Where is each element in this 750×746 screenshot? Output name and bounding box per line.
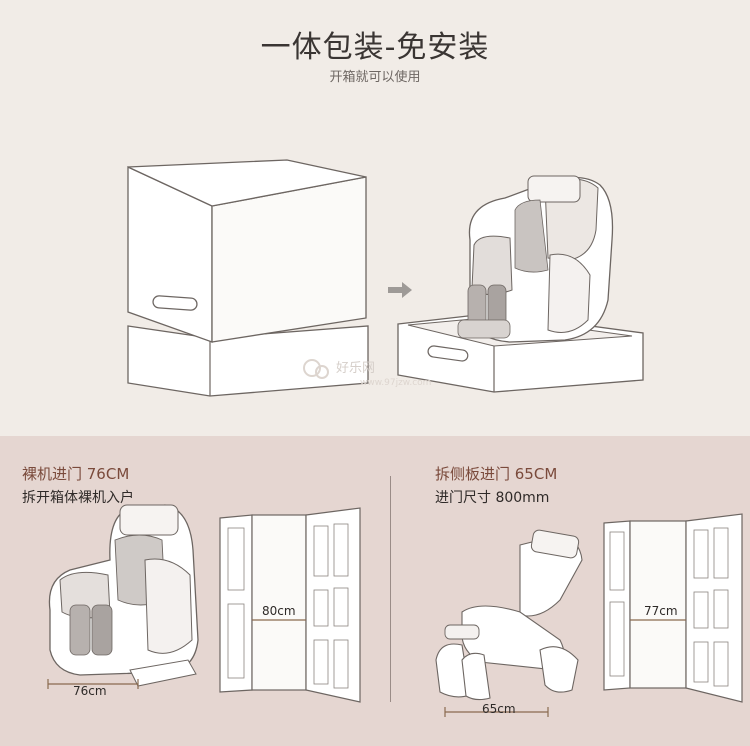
page-subtitle: 开箱就可以使用: [329, 70, 421, 85]
watermark-text: 好乐网: [336, 361, 376, 376]
left-chair-width-label: 76cm: [73, 684, 107, 698]
section-divider: [390, 476, 391, 702]
right-chair-width-label: 65cm: [482, 702, 516, 716]
right-door-width-label: 77cm: [644, 604, 678, 618]
page-title: 一体包装-免安装: [260, 30, 490, 65]
left-heading: 裸机进门 76CM: [22, 465, 130, 483]
arrow-right-icon: [388, 282, 412, 298]
unboxed-chair-illustration: [397, 175, 644, 393]
watermark-url: www.97jzw.com: [360, 378, 432, 388]
right-subheading: 进门尺寸 800mm: [435, 490, 550, 506]
right-heading: 拆侧板进门 65CM: [435, 465, 558, 483]
left-subheading: 拆开箱体裸机入户: [22, 490, 134, 506]
watermark-logo-icon: [303, 359, 329, 379]
left-door-width-label: 80cm: [262, 604, 296, 618]
packaged-box-illustration: [127, 159, 369, 397]
